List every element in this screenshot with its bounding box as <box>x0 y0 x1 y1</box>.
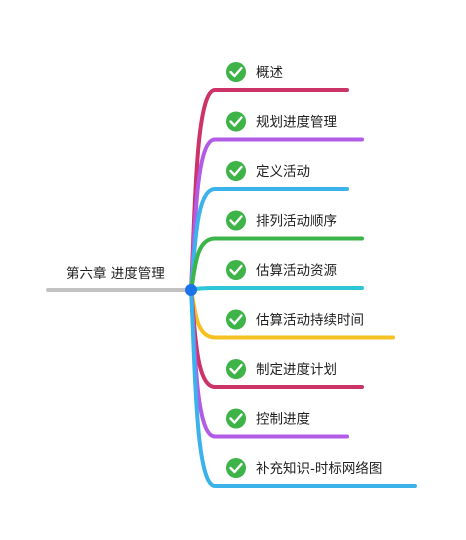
branch-topic-label: 定义活动 <box>256 164 310 180</box>
branch-topic[interactable]: 规划进度管理 <box>226 111 337 132</box>
branch-topic[interactable]: 定义活动 <box>226 161 310 181</box>
branch-topic[interactable]: 排列活动顺序 <box>226 210 337 231</box>
branch-topic[interactable]: 估算活动资源 <box>226 260 337 280</box>
branch-connector <box>189 236 364 292</box>
branch-topic[interactable]: 控制进度 <box>226 408 310 429</box>
check-circle-icon <box>226 62 246 82</box>
branch-topic-label: 制定进度计划 <box>256 362 337 378</box>
branch-topic-label: 估算活动资源 <box>256 263 337 279</box>
branch-connector <box>189 286 364 292</box>
check-circle-icon <box>226 458 246 478</box>
branch-connectors <box>189 88 417 488</box>
check-circle-icon <box>226 408 246 429</box>
branch-connector <box>189 288 417 488</box>
branch-topic[interactable]: 补充知识-时标网络图 <box>226 458 382 478</box>
check-circle-icon <box>226 210 246 231</box>
branch-topic-label: 控制进度 <box>256 412 310 428</box>
check-circle-icon <box>226 309 246 330</box>
branch-topic[interactable]: 估算活动持续时间 <box>226 309 364 330</box>
branch-topic[interactable]: 概述 <box>226 62 283 82</box>
branch-topics: 概述规划进度管理定义活动排列活动顺序估算活动资源估算活动持续时间制定进度计划控制… <box>226 62 382 478</box>
root-node-dot <box>185 284 197 296</box>
branch-topic-label: 补充知识-时标网络图 <box>256 460 382 477</box>
branch-topic-label: 规划进度管理 <box>256 115 337 131</box>
branch-topic-label: 概述 <box>256 65 283 81</box>
check-circle-icon <box>226 260 246 280</box>
root-topic[interactable]: 第六章 进度管理 <box>66 265 165 282</box>
check-circle-icon <box>226 359 246 379</box>
branch-topic-label: 排列活动顺序 <box>256 214 337 230</box>
branch-topic-label: 估算活动持续时间 <box>256 313 364 329</box>
check-circle-icon <box>226 111 246 132</box>
branch-topic[interactable]: 制定进度计划 <box>226 359 337 379</box>
check-circle-icon <box>226 161 246 181</box>
